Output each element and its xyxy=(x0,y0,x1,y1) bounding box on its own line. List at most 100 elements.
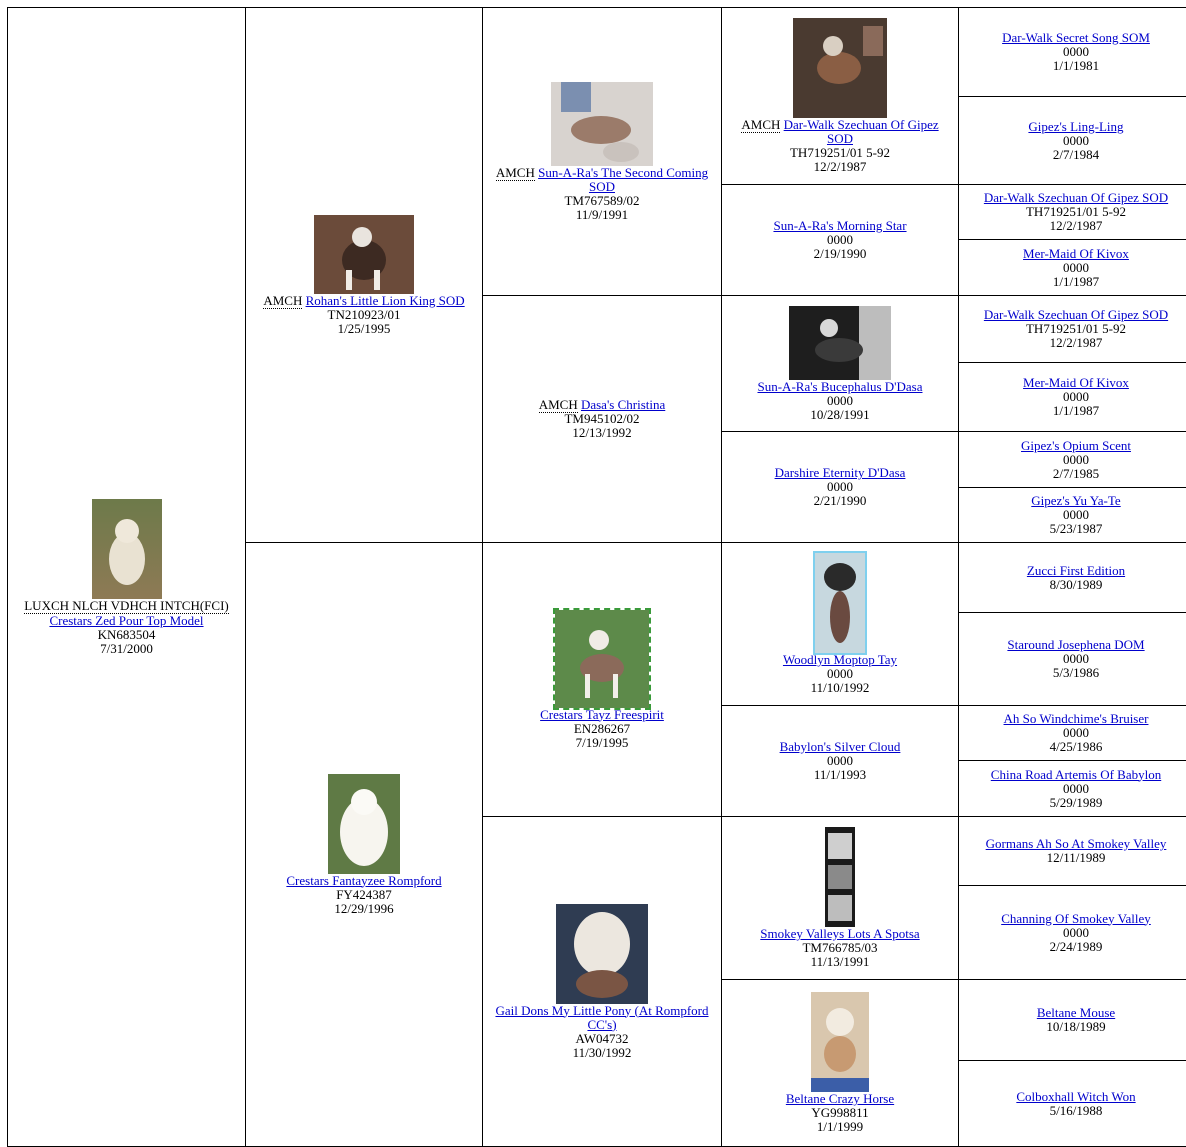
dog-name-link[interactable]: Sun-A-Ra's Bucephalus D'Dasa xyxy=(757,378,923,394)
registration-number: 0000 xyxy=(1063,451,1089,467)
registration-number: 0000 xyxy=(1063,389,1089,404)
registration-number: 0000 xyxy=(827,666,853,681)
registration-number: TM767589/02 xyxy=(564,192,640,208)
registration-number: TM945102/02 xyxy=(564,411,640,426)
gen5-cell: Gormans Ah So At Smokey Valley 12/11/198… xyxy=(958,816,1186,886)
dog-title: AMCH xyxy=(495,164,535,181)
dog-name-link[interactable]: Babylon's Silver Cloud xyxy=(779,739,901,754)
dog-name-link[interactable]: Gipez's Ling-Ling xyxy=(1028,118,1124,134)
registration-number: AW04732 xyxy=(575,1030,629,1046)
dog-title: LUXCH NLCH VDHCH INTCH(FCI) xyxy=(24,597,229,614)
date-of-birth: 12/29/1996 xyxy=(334,900,394,916)
dog-title-line: AMCH Dar-Walk Szechuan Of Gipez SOD xyxy=(728,117,952,146)
dog-name-link[interactable]: Crestars Tayz Freespirit xyxy=(540,706,664,722)
date-of-birth: 1/25/1995 xyxy=(337,320,391,336)
gen4-cell: Beltane Crazy Horse YG998811 1/1/1999 xyxy=(721,979,959,1147)
gen5-cell: Gipez's Ling-Ling 0000 2/7/1984 xyxy=(958,96,1186,185)
gen4-cell: Babylon's Silver Cloud 0000 11/1/1993 xyxy=(721,705,959,817)
dog-name-link[interactable]: Smokey Valleys Lots A Spotsa xyxy=(760,926,920,941)
date-of-birth: 11/10/1992 xyxy=(810,680,870,695)
dog-name-link[interactable]: Dar-Walk Szechuan Of Gipez SOD xyxy=(983,307,1169,322)
registration-number: 0000 xyxy=(1063,259,1089,275)
dog-name-link[interactable]: China Road Artemis Of Babylon xyxy=(990,766,1162,782)
dog-title-line: AMCH Sun-A-Ra's The Second Coming SOD xyxy=(489,164,715,194)
dog-name-link[interactable]: Dar-Walk Secret Song SOM xyxy=(1002,30,1150,45)
dog-name-link[interactable]: Crestars Zed Pour Top Model xyxy=(49,612,204,628)
dog-photo[interactable] xyxy=(789,305,891,380)
dog-name-link[interactable]: Zucci First Edition xyxy=(1026,562,1126,578)
gen4-cell: Woodlyn Moptop Tay 0000 11/10/1992 xyxy=(721,542,959,706)
registration-number: 0000 xyxy=(1063,507,1089,522)
registration-number: 0000 xyxy=(1063,725,1089,740)
date-of-birth: 11/13/1991 xyxy=(810,954,870,969)
date-of-birth: 1/1/1987 xyxy=(1052,403,1100,418)
gen3-cell: Crestars Tayz Freespirit EN286267 7/19/1… xyxy=(482,542,722,817)
date-of-birth: 2/21/1990 xyxy=(813,493,867,508)
dog-photo[interactable] xyxy=(91,498,162,599)
gen4-cell: Darshire Eternity D'Dasa 0000 2/21/1990 xyxy=(721,431,959,543)
dog-name-link[interactable]: Gipez's Yu Ya-Te xyxy=(1031,493,1121,508)
gen5-cell: Mer-Maid Of Kivox 0000 1/1/1987 xyxy=(958,362,1186,432)
dog-name-link[interactable]: Ah So Windchime's Bruiser xyxy=(1003,711,1149,726)
registration-number: TM766785/03 xyxy=(802,940,878,955)
dog-name-link[interactable]: Sun-A-Ra's Morning Star xyxy=(773,218,907,233)
registration-number: 0000 xyxy=(1063,924,1089,940)
gen5-cell: Channing Of Smokey Valley 0000 2/24/1989 xyxy=(958,885,1186,980)
dog-photo[interactable] xyxy=(793,18,887,118)
dog-photo[interactable] xyxy=(556,903,648,1004)
dog-name-link[interactable]: Gail Dons My Little Pony (At Rompford CC… xyxy=(495,1002,709,1032)
dog-name-link[interactable]: Dar-Walk Szechuan Of Gipez SOD xyxy=(983,190,1169,205)
gen3-cell: AMCH Dasa's Christina TM945102/02 12/13/… xyxy=(482,295,722,543)
registration-number: TH719251/01 5-92 xyxy=(1025,321,1127,336)
gen5-cell: Ah So Windchime's Bruiser 0000 4/25/1986 xyxy=(958,705,1186,761)
dog-name-link[interactable]: Beltane Crazy Horse xyxy=(785,1091,895,1106)
registration-number: KN683504 xyxy=(97,626,156,642)
dog-name-link[interactable]: Darshire Eternity D'Dasa xyxy=(774,465,906,480)
dog-name-link[interactable]: Rohan's Little Lion King SOD xyxy=(305,292,465,308)
dog-name-link[interactable]: Gipez's Opium Scent xyxy=(1021,437,1131,453)
date-of-birth: 12/2/1987 xyxy=(1049,218,1103,233)
registration-number: 0000 xyxy=(1063,44,1089,59)
dog-name-link[interactable]: Mer-Maid Of Kivox xyxy=(1023,245,1129,261)
gen3-cell: Gail Dons My Little Pony (At Rompford CC… xyxy=(482,816,722,1147)
dog-photo[interactable] xyxy=(811,992,869,1092)
date-of-birth: 5/23/1987 xyxy=(1049,521,1103,536)
dog-name-link[interactable]: Channing Of Smokey Valley xyxy=(1001,910,1151,926)
gen3-cell: AMCH Sun-A-Ra's The Second Coming SOD TM… xyxy=(482,7,722,296)
registration-number: YG998811 xyxy=(811,1105,869,1120)
dog-photo[interactable] xyxy=(328,773,400,874)
date-of-birth: 5/29/1989 xyxy=(1049,794,1103,810)
dog-photo[interactable] xyxy=(813,551,867,655)
date-of-birth: 2/19/1990 xyxy=(813,246,867,261)
dog-name-link[interactable]: Staround Josephena DOM xyxy=(1007,637,1145,652)
date-of-birth: 10/18/1989 xyxy=(1046,1019,1106,1034)
gen5-cell: Dar-Walk Szechuan Of Gipez SOD TH719251/… xyxy=(958,184,1186,240)
dog-photo[interactable] xyxy=(553,607,651,710)
dog-title: AMCH xyxy=(263,292,303,309)
date-of-birth: 2/24/1989 xyxy=(1049,938,1103,954)
dog-photo[interactable] xyxy=(825,827,855,927)
dog-name-link[interactable]: Colboxhall Witch Won xyxy=(1016,1088,1136,1104)
dog-name-link[interactable]: Dar-Walk Szechuan Of Gipez SOD xyxy=(783,117,939,146)
date-of-birth: 5/16/1988 xyxy=(1049,1102,1103,1118)
dog-title: AMCH xyxy=(538,397,578,413)
dog-title-line: AMCH Dasa's Christina xyxy=(538,397,666,413)
dog-name-link[interactable]: Sun-A-Ra's The Second Coming SOD xyxy=(538,164,709,194)
registration-number: 0000 xyxy=(827,392,853,408)
dog-name-link[interactable]: Gormans Ah So At Smokey Valley xyxy=(985,836,1167,851)
dog-name-link[interactable]: Beltane Mouse xyxy=(1036,1005,1116,1020)
date-of-birth: 2/7/1984 xyxy=(1052,146,1100,162)
registration-number: EN286267 xyxy=(573,720,631,736)
dog-name-link[interactable]: Crestars Fantayzee Rompford xyxy=(286,872,442,888)
dog-name-link[interactable]: Woodlyn Moptop Tay xyxy=(782,652,898,667)
date-of-birth: 12/2/1987 xyxy=(1049,335,1103,350)
dog-name-link[interactable]: Dasa's Christina xyxy=(580,397,666,412)
date-of-birth: 11/1/1993 xyxy=(813,767,867,782)
dog-name-link[interactable]: Mer-Maid Of Kivox xyxy=(1023,375,1129,390)
dog-photo[interactable] xyxy=(551,81,653,166)
date-of-birth: 7/31/2000 xyxy=(100,640,153,656)
gen5-cell: Mer-Maid Of Kivox 0000 1/1/1987 xyxy=(958,239,1186,296)
dog-photo[interactable] xyxy=(314,214,414,294)
gen4-cell: Sun-A-Ra's Bucephalus D'Dasa 0000 10/28/… xyxy=(721,295,959,432)
date-of-birth: 1/1/1987 xyxy=(1052,273,1100,289)
